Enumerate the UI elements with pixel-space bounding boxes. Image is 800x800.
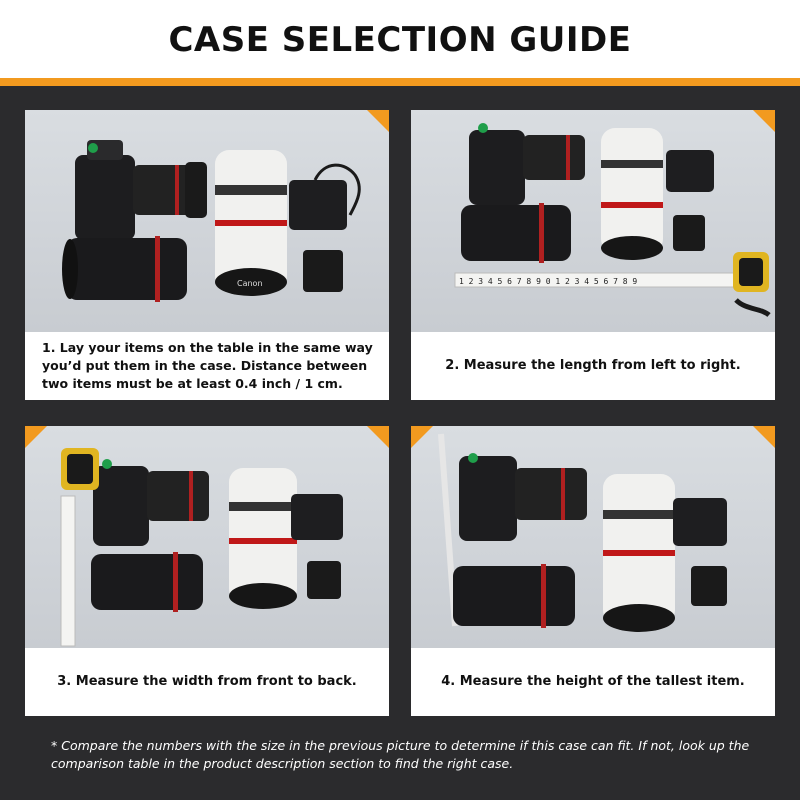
camera-gear-illustration	[438, 433, 727, 632]
camera-gear-illustration: 1 2 3 4 5 6 7 8 9 0 1 2 3 4 5 6 7 8 9	[454, 123, 771, 318]
step-caption-1: 1. Lay your items on the table in the sa…	[42, 340, 373, 391]
step-caption-2: 2. Measure the length from left to right…	[445, 358, 741, 373]
step-photo-3	[25, 426, 389, 648]
camera-gear-illustration: Canon	[62, 140, 361, 302]
accent-bar	[0, 78, 800, 86]
corner-accent	[367, 110, 389, 132]
header: CASE SELECTION GUIDE	[0, 0, 800, 78]
step-card-3: 3. Measure the width from front to back.	[25, 426, 389, 716]
step-card-2: 1 2 3 4 5 6 7 8 9 0 1 2 3 4 5 6 7 8 9 2.…	[411, 110, 775, 400]
step-photo-2: 1 2 3 4 5 6 7 8 9 0 1 2 3 4 5 6 7 8 9	[411, 110, 775, 332]
step-card-1: Canon 1. Lay your items on the table in …	[25, 110, 389, 400]
step-photo-1: Canon	[25, 110, 389, 332]
step-caption-4: 4. Measure the height of the tallest ite…	[441, 674, 745, 689]
corner-accent	[25, 426, 47, 448]
corner-accent	[753, 110, 775, 132]
page-title: CASE SELECTION GUIDE	[168, 20, 632, 60]
lens-cap-brand-text: Canon	[237, 279, 263, 288]
step-photo-4	[411, 426, 775, 648]
footnote: * Compare the numbers with the size in t…	[51, 738, 750, 771]
step-caption-3: 3. Measure the width from front to back.	[57, 674, 357, 689]
corner-accent	[411, 426, 433, 448]
corner-accent	[753, 426, 775, 448]
corner-accent	[367, 426, 389, 448]
camera-gear-illustration	[60, 448, 343, 647]
tape-measure-digits: 1 2 3 4 5 6 7 8 9 0 1 2 3 4 5 6 7 8 9	[459, 277, 637, 286]
step-card-4: 4. Measure the height of the tallest ite…	[411, 426, 775, 716]
